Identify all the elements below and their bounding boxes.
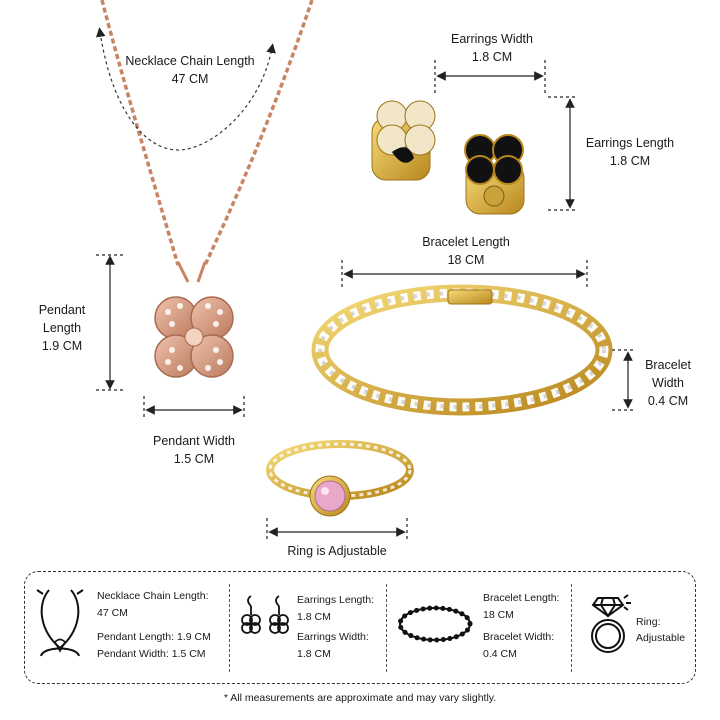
bracelet-length-summary-label: Bracelet Length: (483, 592, 560, 604)
bracelet-width-label-1: Bracelet (645, 358, 691, 372)
earrings-width-dimension (434, 60, 546, 96)
divider-1 (229, 584, 230, 672)
pendant-width-label: Pendant Width (153, 434, 235, 448)
divider-3 (571, 584, 572, 672)
footnote: * All measurements are approximate and m… (223, 692, 497, 704)
earrings-width-label: Earrings Width (451, 32, 533, 46)
summary-box: Necklace Chain Length: 47 CM Pendant Len… (24, 571, 696, 684)
bracelet-width-callout: Bracelet Width 0.4 CM (634, 356, 702, 410)
clover-pendant (154, 261, 234, 378)
necklace-icon (36, 589, 84, 657)
necklace-length-arc (95, 27, 276, 151)
pendant-width-value: 1.5 CM (173, 452, 215, 466)
bracelet-width-summary-value: 0.4 CM (483, 648, 517, 660)
earrings-width-summary-label: Earrings Width: (297, 631, 369, 643)
pendant-length-summary: Pendant Length: 1.9 CM (97, 631, 211, 643)
earrings-icon (241, 595, 289, 634)
earrings-width-value: 1.8 CM (471, 50, 513, 64)
pendant-length-callout: Pendant Length 1.9 CM (28, 301, 96, 355)
earring-right (464, 134, 525, 215)
ring (266, 440, 414, 517)
ring-callout: Ring is Adjustable (287, 544, 387, 558)
ring-summary-value: Adjustable (636, 632, 686, 644)
pendant-length-value: 1.9 CM (41, 339, 83, 353)
earrings-length-label: Earrings Length (585, 136, 675, 150)
pendant-width-callout: Pendant Width 1.5 CM (134, 432, 254, 468)
necklace-chain-value: 47 CM (97, 607, 128, 619)
bracelet-width-summary-label: Bracelet Width: (483, 631, 555, 643)
bracelet-length-label: Bracelet Length (422, 235, 510, 249)
divider-2 (386, 584, 387, 672)
necklace-chain-label: Necklace Chain Length: (97, 590, 209, 602)
pendant-width-dimension (143, 396, 245, 420)
bracelet-length-summary-value: 18 CM (483, 609, 514, 621)
bracelet-length-dimension (341, 260, 588, 288)
bracelet-length-callout: Bracelet Length 18 CM (414, 233, 518, 269)
necklace-length-value: 47 CM (171, 72, 209, 86)
ring-icon (591, 594, 631, 653)
necklace-length-callout: Necklace Chain Length 47 CM (120, 52, 260, 88)
necklace-length-label: Necklace Chain Length (125, 54, 255, 68)
necklace-chain (100, 0, 314, 266)
earrings-width-summary-value: 1.8 CM (297, 648, 331, 660)
pendant-width-summary: Pendant Width: 1.5 CM (97, 648, 206, 660)
pendant-length-dimension (96, 254, 124, 391)
pendant-length-label-1: Pendant (38, 303, 86, 317)
earring-left (371, 100, 436, 181)
earrings-length-dimension (548, 96, 578, 211)
ring-summary-label: Ring: (636, 616, 661, 628)
bracelet-length-value: 18 CM (447, 253, 485, 267)
tennis-bracelet (311, 284, 613, 416)
pendant-length-label-2: Length (42, 321, 82, 335)
ring-dimension (266, 518, 408, 540)
earrings-width-callout: Earrings Width 1.8 CM (440, 30, 544, 66)
bracelet-width-dimension (612, 349, 636, 411)
bracelet-icon (397, 605, 473, 643)
bracelet-width-label-2: Width (652, 376, 684, 390)
bracelet-width-value: 0.4 CM (647, 394, 689, 408)
earrings-length-value: 1.8 CM (609, 154, 651, 168)
earrings-length-summary-value: 1.8 CM (297, 611, 331, 623)
product-photo (95, 0, 636, 540)
earrings-length-callout: Earrings Length 1.8 CM (578, 134, 682, 170)
earrings-length-summary-label: Earrings Length: (297, 594, 375, 606)
